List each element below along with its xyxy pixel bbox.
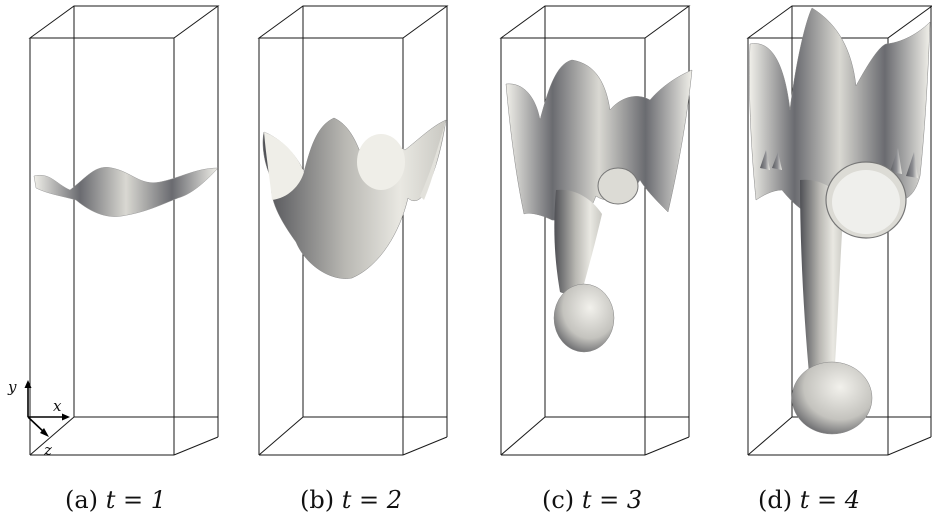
panel-b xyxy=(257,5,449,456)
caption-c-math: t = 3 xyxy=(581,486,643,514)
axis-label-y: y xyxy=(7,378,17,396)
caption-a-math: t = 1 xyxy=(105,486,166,514)
axis-label-x: x xyxy=(53,397,62,415)
panel-a: y x z xyxy=(7,5,220,459)
caption-c: (c) t = 3 xyxy=(542,486,642,514)
caption-a-label: (a) xyxy=(65,486,99,514)
caption-c-label: (c) xyxy=(542,486,575,514)
caption-a: (a) t = 1 xyxy=(65,486,166,514)
panel-a-box xyxy=(28,5,220,456)
panel-a-interface-surface xyxy=(33,167,219,217)
axis-label-z: z xyxy=(43,441,52,459)
caption-d-math: t = 4 xyxy=(799,486,861,514)
panel-c xyxy=(499,5,693,456)
caption-b-math: t = 2 xyxy=(341,486,403,514)
panel-b-box xyxy=(257,5,449,456)
panel-d-interface-surface xyxy=(749,7,931,435)
caption-d: (d) t = 4 xyxy=(758,486,860,514)
panel-d xyxy=(746,5,932,456)
panel-b-interface-surface xyxy=(262,117,447,279)
caption-d-label: (d) xyxy=(758,486,793,514)
panel-c-interface-surface xyxy=(505,59,693,353)
axis-triad: y x z xyxy=(7,378,70,459)
caption-b-label: (b) xyxy=(300,486,335,514)
caption-b: (b) t = 2 xyxy=(300,486,402,514)
